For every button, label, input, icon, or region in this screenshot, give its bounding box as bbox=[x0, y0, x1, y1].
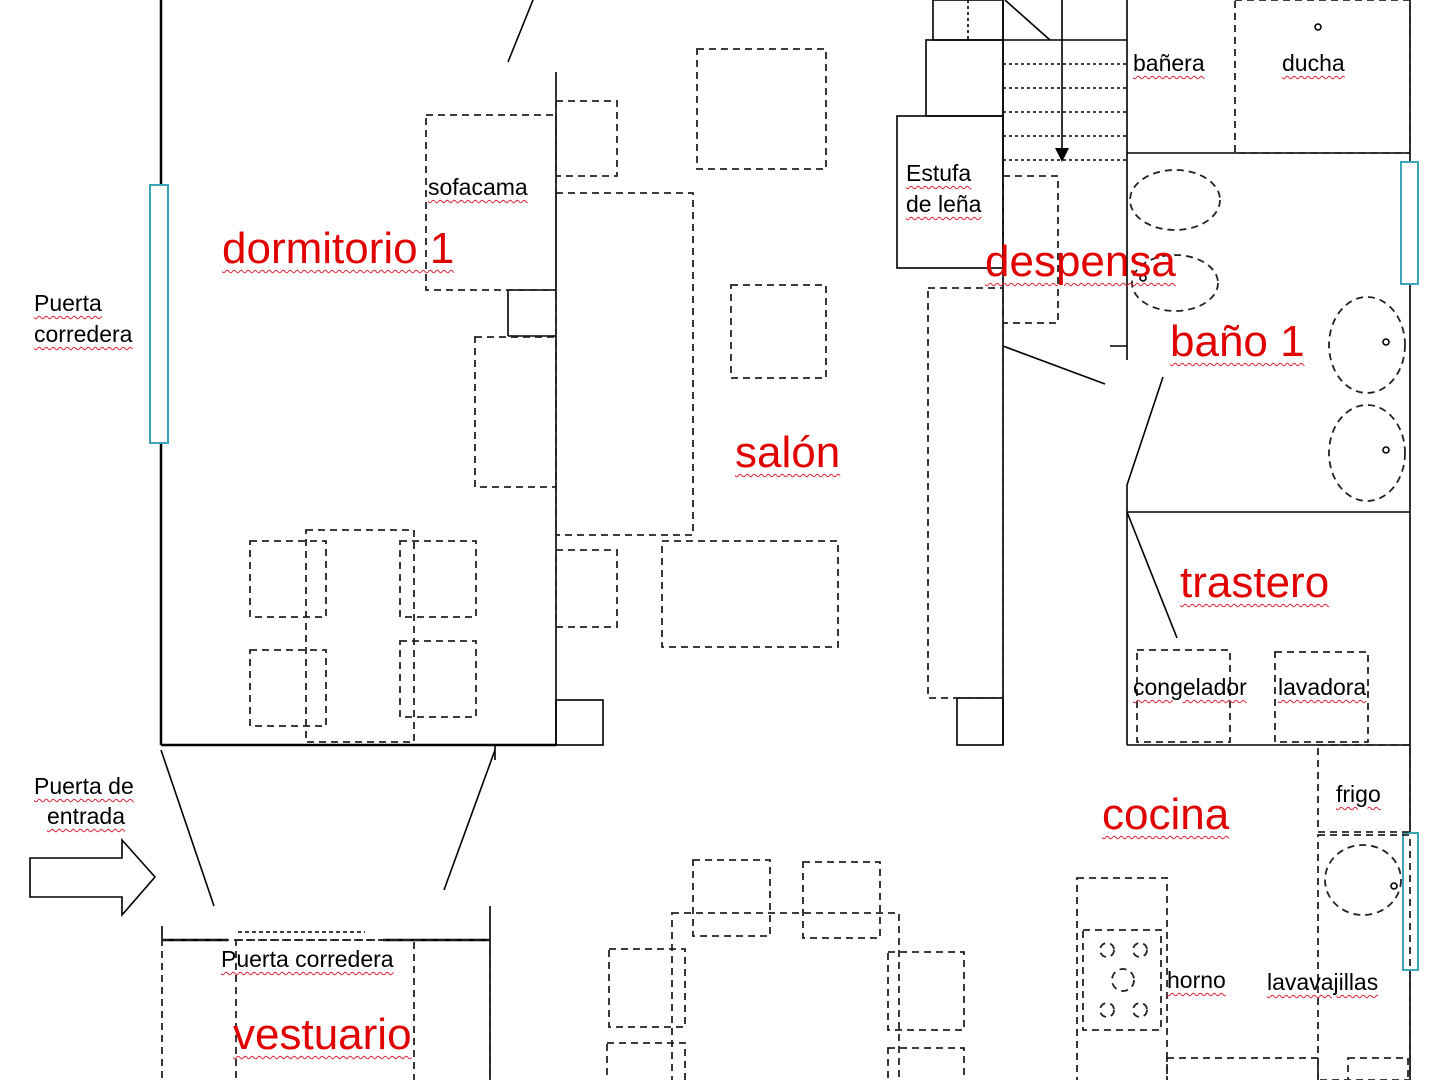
dishwasher-label: lavavajillas bbox=[1267, 969, 1379, 995]
wood-stove-label-line1: Estufa bbox=[906, 160, 972, 186]
wood-stove-label-line2: de leña bbox=[906, 191, 982, 217]
washing-machine-label: lavadora bbox=[1278, 674, 1367, 700]
room-cocina: cocina bbox=[1102, 790, 1230, 839]
sliding-door-left-label-line2: corredera bbox=[34, 321, 133, 347]
oven-label: horno bbox=[1167, 967, 1226, 993]
room-vestuario: vestuario bbox=[233, 1010, 412, 1059]
furniture bbox=[161, 0, 1411, 1080]
shower-label: ducha bbox=[1282, 50, 1345, 76]
freezer-label: congelador bbox=[1133, 674, 1247, 700]
room-dormitorio: dormitorio 1 bbox=[222, 224, 455, 273]
bathtub-label: bañera bbox=[1133, 50, 1205, 76]
entrance-door-label-line1: Puerta de bbox=[34, 773, 134, 799]
sliding-door-left-label-line1: Puerta bbox=[34, 290, 102, 316]
room-trastero: trastero bbox=[1180, 558, 1330, 607]
sliding-door-bottom-label: Puerta corredera bbox=[221, 946, 394, 972]
fridge-label: frigo bbox=[1336, 781, 1381, 807]
entrance-door-label-line2: entrada bbox=[47, 803, 126, 829]
room-bano: baño 1 bbox=[1170, 317, 1305, 366]
room-despensa: despensa bbox=[985, 237, 1176, 286]
walls bbox=[29, 0, 1411, 1080]
room-salon: salón bbox=[735, 428, 841, 477]
sofacama-label: sofacama bbox=[428, 174, 528, 200]
